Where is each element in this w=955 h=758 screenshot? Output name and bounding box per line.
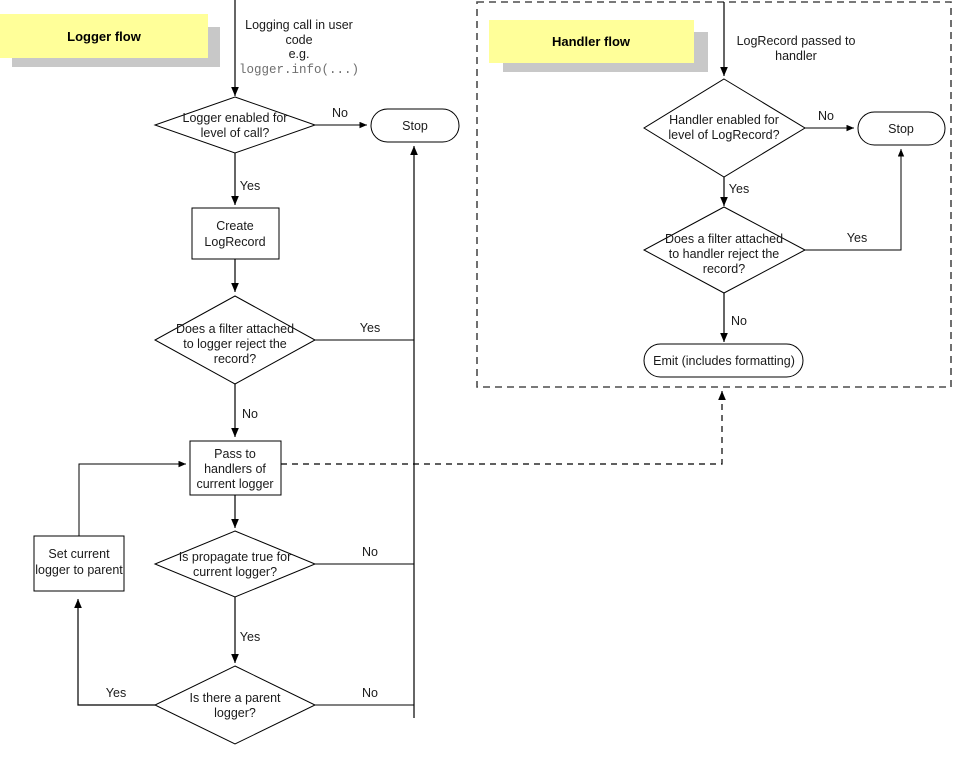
edge-parent-yes bbox=[74, 598, 155, 706]
edge-label-handler-filter-yes: Yes bbox=[847, 231, 867, 245]
edge-label-handler-enabled-yes: Yes bbox=[729, 182, 749, 196]
edge-handler-filter-yes bbox=[805, 148, 905, 251]
edge-label-parent-yes: Yes bbox=[106, 686, 126, 700]
decision-logger-filter-line3: record? bbox=[214, 352, 256, 366]
decision-logger-enabled-line1: Logger enabled for bbox=[183, 111, 288, 125]
terminator-stop-handler-label: Stop bbox=[888, 122, 914, 136]
decision-handler-enabled-line2: level of LogRecord? bbox=[668, 128, 779, 142]
decision-parent-logger[interactable] bbox=[153, 665, 317, 745]
edge-pass-to-handler-flow-dashed bbox=[281, 394, 723, 465]
edge-label-logger-enabled-no: No bbox=[332, 106, 348, 120]
edge-label-propagate-no: No bbox=[362, 545, 378, 559]
decision-handler-enabled-line1: Handler enabled for bbox=[669, 113, 779, 127]
edge-label-parent-no: No bbox=[362, 686, 378, 700]
decision-propagate-line2: current logger? bbox=[193, 565, 277, 579]
decision-handler-filter-line3: record? bbox=[703, 262, 745, 276]
process-pass-to-handlers-line1: Pass to bbox=[214, 447, 256, 461]
decision-logger-filter-line1: Does a filter attached bbox=[176, 322, 294, 336]
logger-flow-banner-label: Logger flow bbox=[67, 29, 142, 44]
decision-parent-logger-line1: Is there a parent bbox=[189, 691, 281, 705]
process-create-logrecord[interactable] bbox=[191, 207, 280, 260]
terminator-emit-label: Emit (includes formatting) bbox=[653, 354, 795, 368]
process-create-logrecord-line1: Create bbox=[216, 219, 254, 233]
process-pass-to-handlers-line3: current logger bbox=[196, 477, 273, 491]
handler-flow-region bbox=[476, 1, 952, 388]
process-set-parent[interactable] bbox=[33, 535, 125, 592]
process-pass-to-handlers[interactable] bbox=[189, 440, 282, 496]
edge-label-propagate-yes: Yes bbox=[240, 630, 260, 644]
process-pass-to-handlers-line2: handlers of bbox=[204, 462, 266, 476]
caption-logrecord-passed-line2: handler bbox=[775, 49, 817, 63]
caption-logging-call-line2: code bbox=[285, 33, 312, 47]
decision-logger-enabled-line2: level of call? bbox=[201, 126, 270, 140]
decision-propagate[interactable] bbox=[153, 530, 317, 598]
terminator-stop-logger-label: Stop bbox=[402, 119, 428, 133]
handler-flow-banner bbox=[489, 20, 694, 63]
edge-label-handler-filter-no: No bbox=[731, 314, 747, 328]
decision-logger-enabled[interactable] bbox=[153, 96, 317, 154]
terminator-stop-logger[interactable] bbox=[370, 108, 460, 143]
terminator-stop-handler[interactable] bbox=[857, 111, 946, 146]
edge-label-handler-enabled-no: No bbox=[818, 109, 834, 123]
logger-flow-banner bbox=[0, 14, 208, 58]
decision-handler-filter-line1: Does a filter attached bbox=[665, 232, 783, 246]
edge-label-logger-enabled-yes: Yes bbox=[240, 179, 260, 193]
edge-set-parent-to-pass bbox=[78, 460, 187, 536]
decision-parent-logger-line2: logger? bbox=[214, 706, 256, 720]
process-create-logrecord-line2: LogRecord bbox=[204, 235, 265, 249]
decision-handler-filter-line2: to handler reject the bbox=[669, 247, 780, 261]
decision-logger-filter-line2: to logger reject the bbox=[183, 337, 287, 351]
handler-flow-banner-label: Handler flow bbox=[552, 34, 631, 49]
caption-logrecord-passed-line1: LogRecord passed to bbox=[737, 34, 856, 48]
process-set-parent-line2: logger to parent bbox=[35, 563, 123, 577]
process-set-parent-line1: Set current bbox=[48, 547, 110, 561]
caption-logging-call-line1: Logging call in user bbox=[245, 18, 353, 32]
caption-logging-call-code: logger.info(...) bbox=[239, 63, 359, 77]
caption-logging-call-line3: e.g. bbox=[289, 47, 310, 61]
terminator-emit[interactable] bbox=[643, 343, 804, 378]
decision-propagate-line1: Is propagate true for bbox=[179, 550, 292, 564]
edge-label-logger-filter-yes: Yes bbox=[360, 321, 380, 335]
edge-label-logger-filter-no: No bbox=[242, 407, 258, 421]
